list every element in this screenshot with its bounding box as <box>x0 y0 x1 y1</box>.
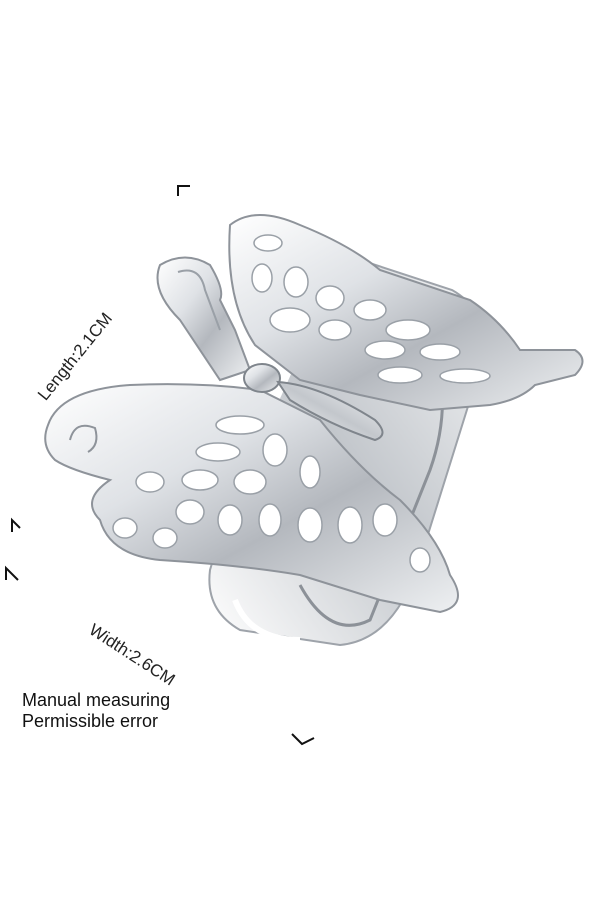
measurement-note-line-1: Manual measuring <box>22 690 171 710</box>
measurement-note: Manual measuring Permissible error <box>22 690 170 732</box>
corner-mark-left-lower <box>5 565 19 581</box>
corner-mark-top <box>177 185 190 196</box>
butterfly-lower-left-wing <box>44 383 459 614</box>
corner-mark-bottom <box>291 733 315 746</box>
butterfly-upper-left-wing <box>156 256 252 382</box>
corner-mark-left-upper <box>11 517 21 532</box>
butterfly-body <box>243 363 384 442</box>
measurement-note-line-2: Permissible error <box>22 711 159 731</box>
butterfly-upper-right-wing <box>228 214 584 412</box>
